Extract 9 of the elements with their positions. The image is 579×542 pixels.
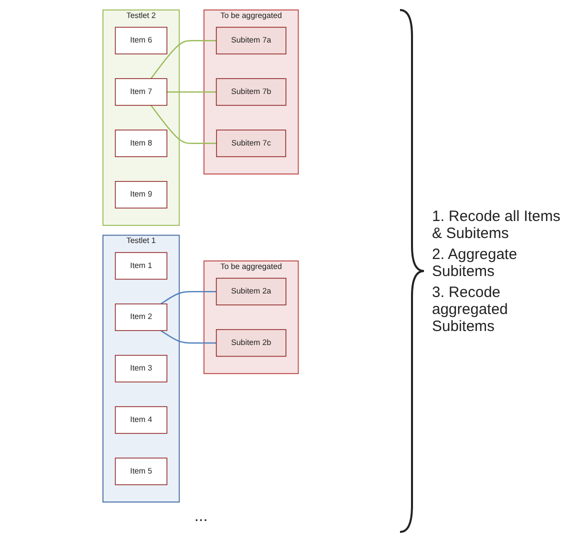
- ellipsis: ...: [194, 508, 208, 526]
- connector: [160, 290, 217, 304]
- connector: [150, 104, 217, 144]
- step-text: 1. Recode all Items & Subitems: [432, 208, 562, 242]
- step-text: 3. Recode aggregated Subitems: [432, 284, 509, 334]
- connector: [167, 91, 217, 93]
- step-text: 2. Aggregate Subitems: [432, 246, 518, 280]
- connector: [160, 330, 217, 344]
- connector: [150, 40, 217, 79]
